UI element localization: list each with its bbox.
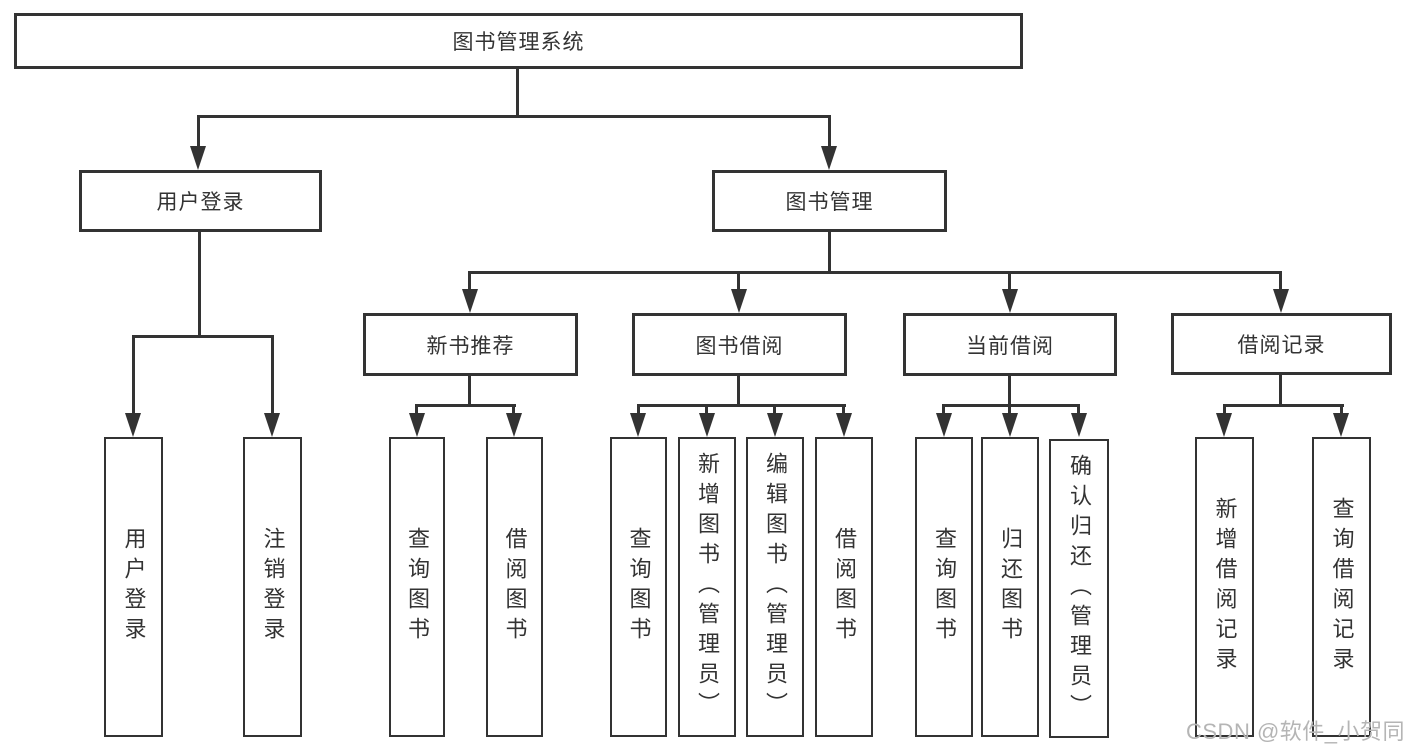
leaf-bb-borrow-books-label: 借阅图书 bbox=[832, 527, 857, 647]
arrowhead-br-query bbox=[1333, 413, 1349, 437]
connector-level2-splitter bbox=[468, 271, 1282, 274]
leaf-bb-query-books: 查询图书 bbox=[610, 437, 667, 737]
arrowhead-new-book bbox=[462, 289, 478, 313]
connector-level1-splitter bbox=[197, 115, 831, 118]
arrowhead-bb-add bbox=[699, 413, 715, 437]
csdn-watermark: CSDN @软件_小贺同学 bbox=[1186, 719, 1405, 744]
connector-newbook-splitter bbox=[415, 404, 516, 407]
node-user-login-label: 用户登录 bbox=[156, 191, 245, 214]
connector-stem-book-borrow bbox=[737, 271, 740, 291]
node-root: 图书管理系统 bbox=[14, 13, 1023, 69]
arrowhead-book-borrow bbox=[731, 289, 747, 313]
node-book-management-label: 图书管理 bbox=[785, 191, 874, 214]
arrowhead-logout-leaf bbox=[264, 413, 280, 437]
connector-borrowrecord-splitter bbox=[1223, 404, 1344, 407]
node-new-book-recommend-label: 新书推荐 bbox=[426, 334, 515, 358]
node-root-label: 图书管理系统 bbox=[452, 31, 585, 54]
arrowhead-nb-query bbox=[409, 413, 425, 437]
connector-root-down bbox=[516, 69, 519, 118]
arrowhead-borrow-record bbox=[1273, 289, 1289, 313]
leaf-logout-label: 注销登录 bbox=[260, 527, 286, 647]
connector-stem-cb-query bbox=[942, 404, 945, 416]
leaf-cb-confirm-return-admin: 确认归还（管理员） bbox=[1049, 439, 1109, 738]
connector-stem-br-query bbox=[1340, 404, 1343, 416]
connector-stem-br-add bbox=[1223, 404, 1226, 416]
node-borrow-record-label: 借阅记录 bbox=[1237, 334, 1326, 357]
node-current-borrow-label: 当前借阅 bbox=[966, 334, 1054, 358]
connector-bookborrow-down bbox=[737, 376, 740, 407]
node-current-borrow: 当前借阅 bbox=[903, 313, 1117, 376]
leaf-cb-query-books: 查询图书 bbox=[915, 437, 973, 737]
leaf-bb-add-books-admin-label: 新增图书（管理员） bbox=[695, 452, 720, 722]
connector-currentborrow-splitter bbox=[942, 404, 1080, 407]
leaf-nb-query-books-label: 查询图书 bbox=[405, 527, 430, 647]
leaf-cb-return-books-label: 归还图书 bbox=[998, 527, 1023, 647]
arrowhead-current-borrow bbox=[1002, 289, 1018, 313]
arrowhead-bb-edit bbox=[767, 413, 783, 437]
leaf-user-login: 用户登录 bbox=[104, 437, 163, 737]
leaf-logout: 注销登录 bbox=[243, 437, 302, 737]
connector-stem-nb-query bbox=[415, 404, 418, 416]
leaf-cb-confirm-return-admin-label: 确认归还（管理员） bbox=[1067, 453, 1092, 724]
leaf-nb-borrow-books: 借阅图书 bbox=[486, 437, 543, 737]
node-borrow-record: 借阅记录 bbox=[1171, 313, 1392, 375]
connector-borrowrecord-down bbox=[1279, 375, 1282, 407]
connector-stem-nb-borrow bbox=[512, 404, 515, 416]
connector-bookmgmt-down bbox=[828, 232, 831, 274]
arrowhead-bb-query bbox=[630, 413, 646, 437]
connector-stem-current-borrow bbox=[1008, 271, 1011, 291]
arrowhead-book-management bbox=[821, 146, 837, 170]
node-new-book-recommend: 新书推荐 bbox=[363, 313, 578, 376]
arrowhead-cb-confirm bbox=[1071, 413, 1087, 437]
connector-currentborrow-down bbox=[1008, 376, 1011, 407]
leaf-bb-add-books-admin: 新增图书（管理员） bbox=[678, 437, 736, 737]
arrowhead-nb-borrow bbox=[506, 413, 522, 437]
connector-stem-bb-query bbox=[637, 404, 640, 416]
connector-stem-cb-confirm bbox=[1077, 404, 1080, 416]
connector-stem-user-login bbox=[197, 115, 200, 148]
node-book-management: 图书管理 bbox=[712, 170, 947, 232]
leaf-bb-query-books-label: 查询图书 bbox=[626, 527, 652, 647]
arrowhead-login-leaf bbox=[125, 413, 141, 437]
connector-stem-login-leaf bbox=[132, 335, 135, 415]
leaf-nb-query-books: 查询图书 bbox=[389, 437, 445, 737]
node-book-borrow-label: 图书借阅 bbox=[695, 334, 784, 358]
leaf-bb-borrow-books: 借阅图书 bbox=[815, 437, 873, 737]
connector-stem-logout-leaf bbox=[271, 335, 274, 415]
node-user-login: 用户登录 bbox=[79, 170, 322, 232]
arrowhead-cb-query bbox=[936, 413, 952, 437]
connector-userlogin-down bbox=[198, 232, 201, 337]
arrowhead-br-add bbox=[1216, 413, 1232, 437]
leaf-cb-query-books-label: 查询图书 bbox=[932, 527, 957, 647]
connector-stem-borrow-record bbox=[1279, 271, 1282, 291]
connector-userlogin-splitter bbox=[132, 335, 274, 338]
arrowhead-user-login bbox=[190, 146, 206, 170]
leaf-br-query-record: 查询借阅记录 bbox=[1312, 437, 1371, 737]
connector-stem-bb-borrow bbox=[842, 404, 845, 416]
connector-newbook-down bbox=[468, 376, 471, 407]
node-book-borrow: 图书借阅 bbox=[632, 313, 847, 376]
connector-stem-bb-add bbox=[705, 404, 708, 416]
leaf-bb-edit-books-admin-label: 编辑图书（管理员） bbox=[763, 452, 788, 722]
connector-bookborrow-splitter bbox=[637, 404, 846, 407]
leaf-br-add-record-label: 新增借阅记录 bbox=[1212, 497, 1238, 677]
leaf-br-add-record: 新增借阅记录 bbox=[1195, 437, 1254, 737]
connector-stem-cb-return bbox=[1008, 404, 1011, 416]
connector-stem-new-book bbox=[468, 271, 471, 291]
arrowhead-bb-borrow bbox=[836, 413, 852, 437]
arrowhead-cb-return bbox=[1002, 413, 1018, 437]
leaf-br-query-record-label: 查询借阅记录 bbox=[1329, 497, 1355, 677]
connector-stem-bb-edit bbox=[773, 404, 776, 416]
leaf-bb-edit-books-admin: 编辑图书（管理员） bbox=[746, 437, 804, 737]
leaf-cb-return-books: 归还图书 bbox=[981, 437, 1039, 737]
connector-stem-book-management bbox=[828, 115, 831, 148]
leaf-user-login-label: 用户登录 bbox=[121, 527, 147, 647]
leaf-nb-borrow-books-label: 借阅图书 bbox=[502, 527, 528, 647]
